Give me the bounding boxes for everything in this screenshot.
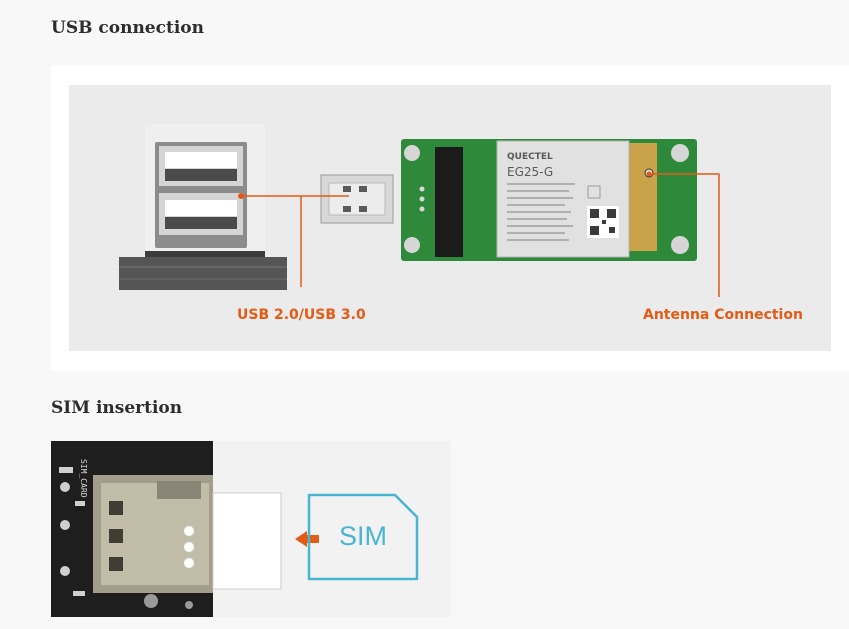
- usb-callout-dot: [238, 193, 244, 199]
- module-brand: QUECTEL: [507, 152, 553, 162]
- sim-section-title: SIM insertion: [51, 398, 183, 418]
- insert-arrow-icon: [295, 531, 319, 547]
- sim-card-label: SIM: [339, 521, 388, 551]
- lte-module: QUECTEL EG25-G: [496, 140, 630, 258]
- usb-callout-label: USB 2.0/USB 3.0: [237, 307, 366, 323]
- module-model: EG25-G: [507, 165, 553, 179]
- sim-diagram: SIM_CARD: [51, 441, 419, 617]
- computer-usb-port: [119, 124, 287, 290]
- usb-figure-panel: QUECTEL EG25-G: [69, 85, 831, 351]
- usb-plug: [320, 174, 394, 224]
- usb-diagram: QUECTEL EG25-G: [119, 124, 720, 297]
- usb-section-title: USB connection: [51, 18, 204, 38]
- sim-insertion-figure: SIM_CARD SIM: [51, 441, 451, 617]
- sim-outline-icon: [307, 493, 419, 581]
- board-silkscreen-label: SIM_CARD: [79, 459, 88, 498]
- antenna-callout-dot: [646, 171, 652, 177]
- usb-figure-card: QUECTEL EG25-G: [51, 65, 849, 371]
- sim-card: [212, 492, 282, 590]
- antenna-callout-line: [649, 173, 720, 297]
- antenna-callout-label: Antenna Connection: [643, 307, 803, 323]
